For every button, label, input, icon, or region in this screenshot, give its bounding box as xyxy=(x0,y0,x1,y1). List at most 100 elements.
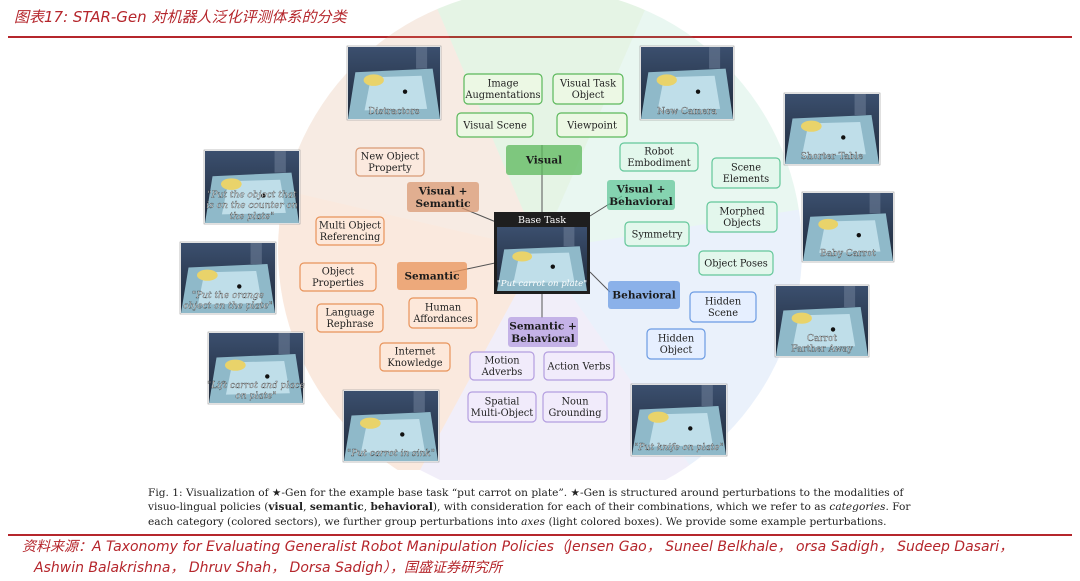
caption-text-2: ), with consideration for each of their … xyxy=(432,501,830,514)
svg-text:is on the counter on: is on the counter on xyxy=(206,201,298,211)
svg-text:New Object: New Object xyxy=(361,152,419,163)
svg-text:Affordances: Affordances xyxy=(412,314,472,325)
svg-text:Action Verbs: Action Verbs xyxy=(547,361,611,372)
svg-text:Properties: Properties xyxy=(312,278,364,289)
svg-text:Semantic: Semantic xyxy=(404,271,459,283)
svg-text:"Put the object that: "Put the object that xyxy=(207,191,297,201)
svg-text:Farther Away: Farther Away xyxy=(791,344,853,354)
example-image: Baby Carrot xyxy=(801,191,895,263)
axis-box: Action Verbs xyxy=(543,351,615,381)
svg-text:Visual Task: Visual Task xyxy=(559,79,616,90)
svg-text:Morphed: Morphed xyxy=(719,207,764,218)
example-image: "Put carrot in sink" xyxy=(342,389,440,463)
svg-text:Motion: Motion xyxy=(484,356,520,367)
category-visual: Visual xyxy=(506,145,582,175)
category-semantic-behavioral: Semantic +Behavioral xyxy=(508,317,578,347)
svg-text:Hidden: Hidden xyxy=(658,334,695,345)
svg-text:Robot: Robot xyxy=(644,147,673,158)
caption-text-1: Visualization of ★-Gen for the example b… xyxy=(148,487,904,514)
svg-text:Internet: Internet xyxy=(395,347,436,358)
svg-text:Spatial: Spatial xyxy=(485,397,520,408)
example-image: Shorter Table xyxy=(783,92,881,166)
svg-text:Hidden: Hidden xyxy=(705,297,742,308)
caption-comma-2: , xyxy=(363,501,371,514)
caption-comma-1: , xyxy=(303,501,310,514)
svg-text:Multi-Object: Multi-Object xyxy=(471,408,533,419)
svg-text:the plate": the plate" xyxy=(230,212,275,222)
svg-text:Multi Object: Multi Object xyxy=(319,221,381,232)
caption-label: Fig. 1: xyxy=(148,487,183,499)
example-image: "Put knife on plate" xyxy=(630,383,728,457)
example-image: New Camera xyxy=(639,45,735,121)
svg-text:on plate": on plate" xyxy=(235,391,276,401)
svg-text:Visual +: Visual + xyxy=(418,185,468,197)
svg-text:Image: Image xyxy=(487,79,518,90)
figure-caption: Fig. 1: Visualization of ★-Gen for the e… xyxy=(148,486,938,529)
svg-text:"Put knife on plate": "Put knife on plate" xyxy=(634,443,723,453)
sector-visual xyxy=(425,0,658,250)
source-line-2: Ashwin Balakrishna， Dhruv Shah， Dorsa Sa… xyxy=(34,560,502,576)
svg-text:New Camera: New Camera xyxy=(657,107,717,117)
svg-text:Knowledge: Knowledge xyxy=(387,358,442,369)
axis-box: Object Poses xyxy=(698,250,774,276)
base-task-label: Base Task xyxy=(518,215,566,226)
svg-text:Visual: Visual xyxy=(525,155,562,167)
svg-text:Object: Object xyxy=(572,90,605,101)
svg-text:Semantic +: Semantic + xyxy=(509,320,577,332)
svg-text:Viewpoint: Viewpoint xyxy=(566,120,617,131)
header-rule xyxy=(8,36,1072,38)
svg-text:Carrot: Carrot xyxy=(807,334,837,344)
caption-term-semantic: semantic xyxy=(309,501,364,514)
svg-text:Object Poses: Object Poses xyxy=(704,258,768,269)
svg-text:Augmentations: Augmentations xyxy=(464,90,540,101)
svg-text:Distractors: Distractors xyxy=(369,107,420,117)
category-visual-behavioral: Visual +Behavioral xyxy=(607,180,675,210)
base-task-node: Base Task "Put carrot on plate" xyxy=(494,212,590,294)
svg-text:Visual Scene: Visual Scene xyxy=(462,120,527,131)
svg-text:Symmetry: Symmetry xyxy=(632,229,683,240)
svg-text:Object: Object xyxy=(322,267,355,278)
svg-text:Scene: Scene xyxy=(708,308,738,319)
svg-text:Semantic: Semantic xyxy=(415,198,470,210)
caption-text-4: (light colored boxes). We provide some e… xyxy=(545,515,887,528)
svg-text:Rephrase: Rephrase xyxy=(326,319,373,330)
svg-text:Embodiment: Embodiment xyxy=(627,158,690,169)
axis-box: Visual Scene xyxy=(456,112,534,138)
base-task-caption: "Put carrot on plate" xyxy=(497,279,587,289)
axis-box: Symmetry xyxy=(624,221,690,247)
category-visual-semantic: Visual +Semantic xyxy=(407,182,479,212)
svg-text:Behavioral: Behavioral xyxy=(612,290,675,302)
svg-text:Shorter Table: Shorter Table xyxy=(801,152,863,162)
caption-term-categories: categories xyxy=(829,501,886,514)
svg-text:Noun: Noun xyxy=(561,397,589,408)
svg-text:Object: Object xyxy=(660,345,693,356)
svg-text:"Lift carrot and place: "Lift carrot and place xyxy=(207,381,305,391)
source-line-1: 资料来源：A Taxonomy for Evaluating Generalis… xyxy=(22,539,1014,555)
svg-text:Behavioral: Behavioral xyxy=(609,196,672,208)
svg-text:Objects: Objects xyxy=(723,218,761,229)
